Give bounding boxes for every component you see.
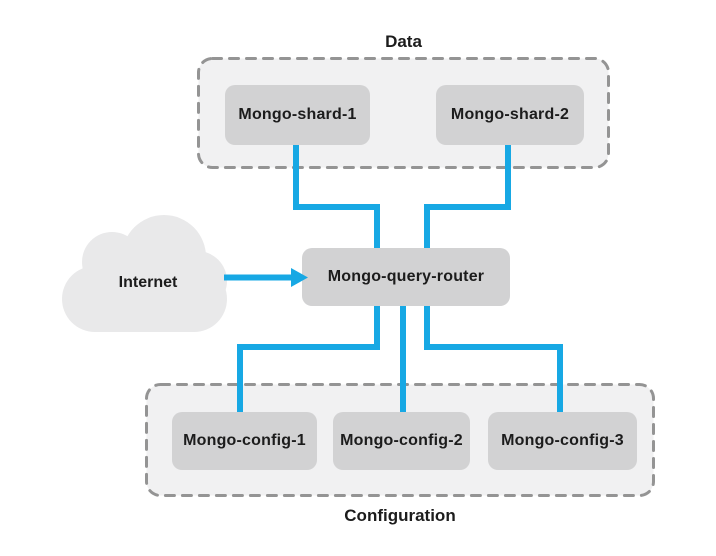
- node-mongo-shard-2: Mongo-shard-2: [436, 85, 584, 145]
- connector-router-to-config3: [424, 306, 563, 412]
- arrow-right-icon: [224, 268, 308, 287]
- config-group-label: Configuration: [344, 506, 456, 525]
- internet-label: Internet: [118, 274, 178, 291]
- node-mongo-query-router: Mongo-query-router: [302, 248, 510, 306]
- connector-router-to-config1: [237, 306, 380, 412]
- data-group-label: Data: [385, 32, 422, 51]
- node-mongo-config-3: Mongo-config-3: [488, 412, 637, 470]
- node-mongo-shard-1: Mongo-shard-1: [225, 85, 370, 145]
- node-mongo-config-1: Mongo-config-1: [172, 412, 317, 470]
- node-mongo-config-2: Mongo-config-2: [333, 412, 470, 470]
- connector-shard2-to-router: [424, 145, 511, 248]
- connector-shard1-to-router: [293, 145, 380, 248]
